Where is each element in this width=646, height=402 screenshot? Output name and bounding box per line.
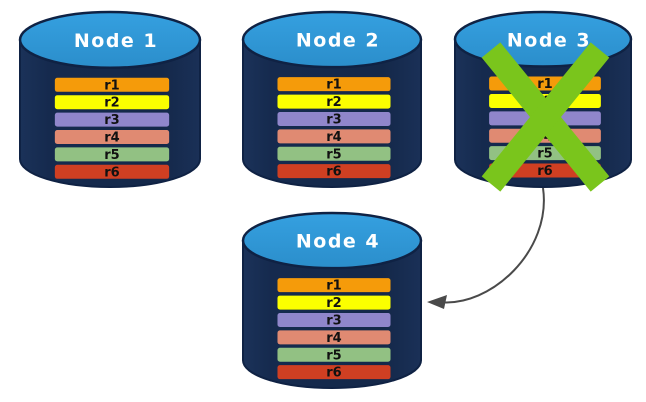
row-item[interactable]: r5 bbox=[277, 146, 391, 163]
node-cylinder-2[interactable]: Node 2 r1 r2 r3 r4 r5 r6 bbox=[241, 10, 423, 188]
row-label-r6: r6 bbox=[537, 164, 552, 179]
row-item[interactable]: r2 bbox=[277, 94, 391, 111]
row-label-r6: r6 bbox=[104, 165, 119, 180]
node-cylinder-1[interactable]: Node 1 r1 r2 r3 r4 r5 r6 bbox=[18, 10, 202, 188]
row-item[interactable]: r1 bbox=[277, 278, 391, 294]
row-item[interactable]: r4 bbox=[277, 129, 391, 145]
row-item[interactable]: r2 bbox=[54, 95, 170, 111]
row-item[interactable]: r3 bbox=[54, 112, 170, 129]
row-item[interactable]: r1 bbox=[277, 77, 391, 93]
row-label-r1: r1 bbox=[537, 77, 552, 92]
row-item[interactable]: r4 bbox=[277, 330, 391, 346]
row-bar-r6 bbox=[54, 164, 170, 179]
failover-arrow bbox=[427, 187, 545, 309]
row-bar-r3 bbox=[277, 111, 391, 126]
arrow-curve bbox=[438, 187, 545, 304]
row-item[interactable]: r6 bbox=[54, 164, 170, 181]
row-bar-r2 bbox=[277, 295, 391, 310]
row-bar-r5 bbox=[277, 347, 391, 362]
row-label-r4: r4 bbox=[326, 130, 341, 145]
cross-out-x-mark bbox=[481, 42, 610, 192]
row-bar-r1 bbox=[277, 77, 391, 92]
row-label-r1: r1 bbox=[326, 78, 341, 93]
row-bar-r1 bbox=[277, 278, 391, 293]
node-rows-2: r1 r2 r3 r4 r5 r6 bbox=[277, 77, 391, 180]
cylinder-top-ellipse bbox=[241, 10, 423, 69]
row-label-r2: r2 bbox=[104, 96, 119, 111]
row-item[interactable]: r1 bbox=[54, 77, 170, 94]
row-bar-r3 bbox=[277, 312, 391, 327]
cylinder-top-ellipse bbox=[18, 10, 202, 70]
row-item[interactable]: r6 bbox=[277, 365, 391, 381]
row-bar-r1 bbox=[54, 77, 170, 92]
row-label-r3: r3 bbox=[326, 112, 341, 127]
row-bar-r3 bbox=[54, 112, 170, 127]
arrow-head-icon bbox=[427, 295, 447, 309]
row-bar-r2 bbox=[54, 95, 170, 110]
node-title-label: Node 3 bbox=[507, 29, 591, 51]
row-label-r1: r1 bbox=[104, 78, 119, 93]
row-item[interactable]: r2 bbox=[277, 295, 391, 312]
overlay-layer bbox=[427, 42, 610, 309]
row-bar-r5 bbox=[54, 147, 170, 162]
row-label-r2: r2 bbox=[326, 296, 341, 311]
row-item[interactable]: r5 bbox=[277, 347, 391, 364]
row-bar-r2 bbox=[277, 94, 391, 109]
row-label-r3: r3 bbox=[104, 113, 119, 128]
row-label-r5: r5 bbox=[326, 348, 341, 363]
row-bar-r6 bbox=[277, 164, 391, 179]
row-item[interactable]: r4 bbox=[54, 130, 170, 146]
node-title-label: Node 4 bbox=[296, 231, 380, 253]
row-bar-r5 bbox=[277, 146, 391, 161]
row-label-r4: r4 bbox=[326, 331, 341, 346]
row-label-r2: r2 bbox=[326, 95, 341, 110]
node-title-label: Node 1 bbox=[74, 30, 158, 52]
row-label-r4: r4 bbox=[104, 131, 119, 146]
row-bar-r6 bbox=[277, 365, 391, 380]
row-label-r5: r5 bbox=[326, 147, 341, 162]
row-bar-r4 bbox=[277, 129, 391, 144]
row-label-r1: r1 bbox=[326, 279, 341, 294]
row-item[interactable]: r3 bbox=[277, 312, 391, 329]
row-item[interactable]: r6 bbox=[277, 164, 391, 180]
row-item[interactable]: r5 bbox=[54, 147, 170, 163]
row-label-r6: r6 bbox=[326, 165, 341, 180]
row-item[interactable]: r3 bbox=[277, 111, 391, 128]
cross-stroke bbox=[481, 42, 610, 192]
node-rows-1: r1 r2 r3 r4 r5 r6 bbox=[54, 77, 170, 181]
row-label-r6: r6 bbox=[326, 366, 341, 381]
node-title-label: Node 2 bbox=[296, 30, 380, 52]
node-cylinder-4[interactable]: Node 4 r1 r2 r3 r4 r5 r6 bbox=[241, 211, 423, 389]
cylinder-top-ellipse bbox=[241, 211, 423, 270]
row-bar-r4 bbox=[54, 130, 170, 144]
row-label-r3: r3 bbox=[326, 313, 341, 328]
row-label-r5: r5 bbox=[104, 148, 119, 163]
row-bar-r4 bbox=[277, 330, 391, 345]
row-label-r5: r5 bbox=[537, 147, 552, 162]
node-rows-4: r1 r2 r3 r4 r5 r6 bbox=[277, 278, 391, 381]
